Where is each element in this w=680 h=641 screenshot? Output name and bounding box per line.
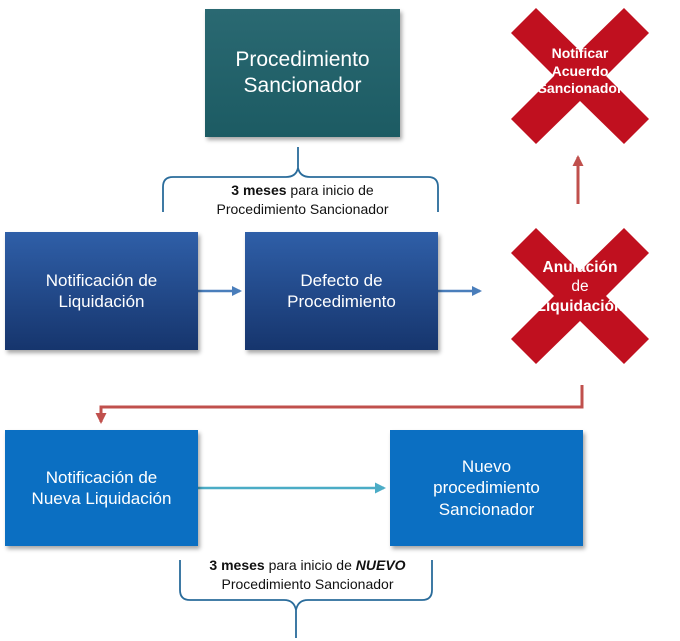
brace-bottom-rest: para inicio de [264,557,356,573]
nuevo-procedimiento-line2: procedimiento [433,478,540,498]
arrow-anulacion-to-new-notif [95,385,584,424]
brace-bottom-emph: NUEVO [355,557,406,573]
brace-top [162,147,439,212]
defecto-line1: Defecto de [300,270,383,290]
brace-bottom-line2: Procedimiento Sancionador [221,575,394,592]
nueva-liquidacion-box: Notificación de Nueva Liquidación [5,430,198,546]
nuevo-procedimiento-box: Nuevo procedimiento Sancionador [390,430,583,546]
brace-bottom [179,560,433,638]
cross-anulacion-icon [511,228,649,364]
brace-top-label: 3 meses para inicio de Procedimiento San… [170,181,435,219]
nueva-notificacion-line2: Nueva Liquidación [31,489,172,508]
nuevo-procedimiento-line3: Sancionador [438,499,535,519]
defecto-procedimiento-box: Defecto de Procedimiento [245,232,438,350]
anulacion-line1: Anulación [542,259,618,276]
brace-top-bold: 3 meses [231,182,287,198]
notificar-line1: Notificar [551,45,609,61]
nuevo-procedimiento-line1: Nuevo [461,457,512,477]
brace-bottom-bold: 3 meses [209,557,265,573]
procedimiento-line2: Sancionador [243,74,362,97]
anulacion-line3: Liquidación [536,297,624,315]
anulacion-line2: de [571,278,589,296]
notificar-line2: Acuerdo [551,62,609,79]
procedimiento-sancionador-box: Procedimiento Sancionador [205,9,400,137]
brace-bottom-label: 3 meses para inicio de NUEVO Procedimien… [170,556,445,594]
anulacion-liquidacion-label: Anulación de Liquidación [510,258,650,316]
notificacion-line2: Liquidación [58,292,145,311]
brace-top-line2: Procedimiento Sancionador [216,200,389,217]
defecto-line2: Procedimiento [287,292,396,311]
procedimiento-line1: Procedimiento [235,47,370,71]
notificacion-line1: Notificación de [45,270,158,290]
brace-top-rest: para inicio de [286,182,374,198]
notificar-acuerdo-label: Notificar Acuerdo Sancionador [510,45,650,98]
nueva-notificacion-line1: Notificación de [45,467,158,487]
cross-notificar-icon [511,8,649,144]
notificar-line3: Sancionador [537,80,623,96]
notificacion-liquidacion-box: Notificación de Liquidación [5,232,198,350]
